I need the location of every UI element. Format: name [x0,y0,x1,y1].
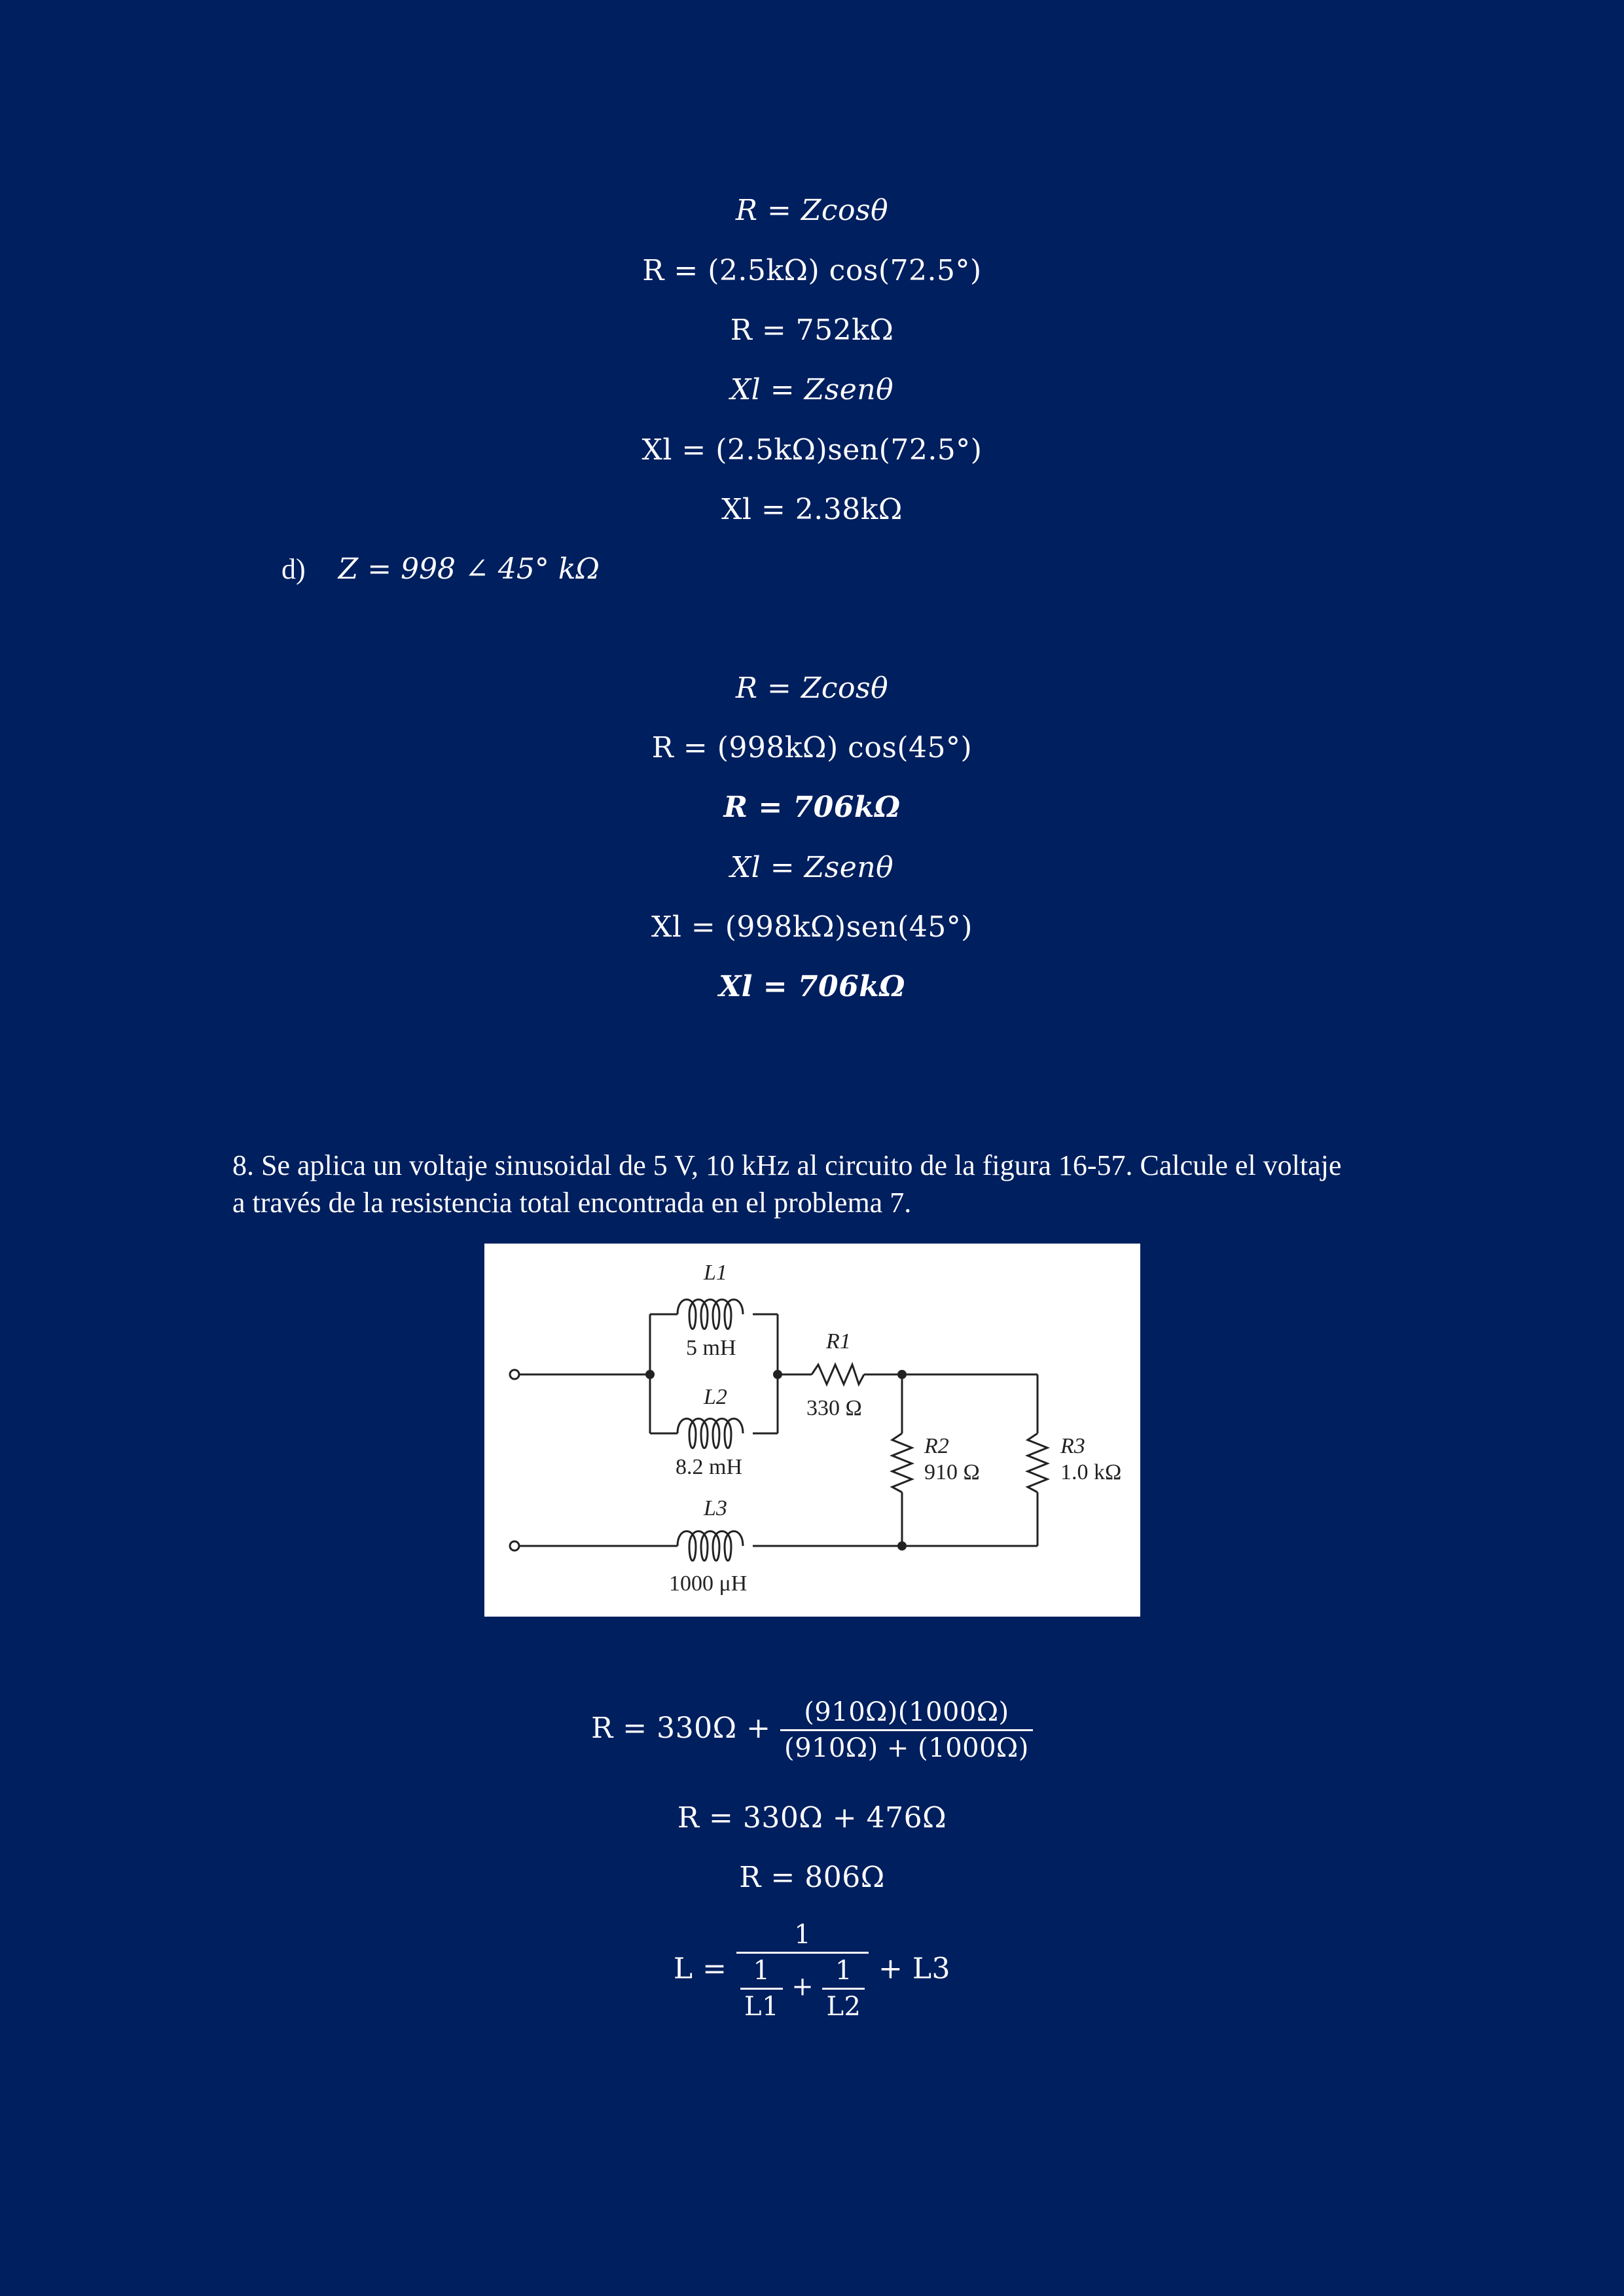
R3-value: 1.0 kΩ [1060,1460,1121,1484]
equation: Xl = (2.5kΩ)sen(72.5°) [641,433,983,467]
inductor-L1 [676,1299,744,1330]
terminal-top [509,1369,520,1380]
fraction: (910Ω)(1000Ω) (910Ω) + (1000Ω) [780,1695,1033,1765]
circuit-figure: L1 5 mH L2 8.2 mH L3 1000 μH R1 330 Ω R2… [484,1244,1140,1617]
L1-value: 5 mH [686,1336,736,1360]
inductor-L2 [676,1418,744,1449]
R1-label: R1 [825,1329,851,1354]
R3-label: R3 [1060,1434,1085,1458]
result-equation: R = 706kΩ [723,791,901,824]
equation: R = 806Ω [739,1861,885,1894]
fraction: 1 1 L1 + 1 L2 [736,1918,869,2024]
equation: R = Zcosθ [735,672,889,705]
resistor-R2 [889,1432,915,1494]
part-d-label: d) Z = 998 ∠ 45° kΩ [281,550,600,589]
equation: Xl = Zsenθ [730,373,894,406]
L3-label: L3 [703,1496,727,1520]
L2-label: L2 [703,1385,727,1409]
impedance-statement: Z = 998 ∠ 45° kΩ [338,552,600,586]
resistor-R3 [1024,1432,1051,1494]
resistor-R1 [810,1361,865,1387]
equation: L = 1 1 L1 + 1 L2 + L3 [0,1918,1624,2024]
equation: R = Zcosθ [735,194,889,227]
equation: Xl = Zsenθ [730,851,894,884]
R2-label: R2 [924,1434,949,1458]
list-marker: d) [281,553,306,585]
inductor-L3 [676,1530,744,1562]
problem-statement: 8. Se aplica un voltaje sinusoidal de 5 … [232,1149,1342,1219]
L3-value: 1000 μH [669,1571,747,1596]
result-equation: Xl = 706kΩ [719,970,905,1003]
terminal-bottom [509,1540,520,1552]
L2-value: 8.2 mH [676,1455,742,1479]
R2-value: 910 Ω [924,1460,980,1484]
R1-value: 330 Ω [806,1396,862,1420]
equation: R = 330Ω + (910Ω)(1000Ω) (910Ω) + (1000Ω… [0,1695,1624,1765]
equation: R = (2.5kΩ) cos(72.5°) [642,254,982,287]
equation: R = 752kΩ [730,314,894,347]
equation: Xl = 2.38kΩ [721,493,903,526]
equation: Xl = (998kΩ)sen(45°) [651,910,973,944]
equation: R = 330Ω + 476Ω [677,1801,947,1835]
equation: R = (998kΩ) cos(45°) [651,731,973,764]
L1-label: L1 [703,1261,727,1285]
